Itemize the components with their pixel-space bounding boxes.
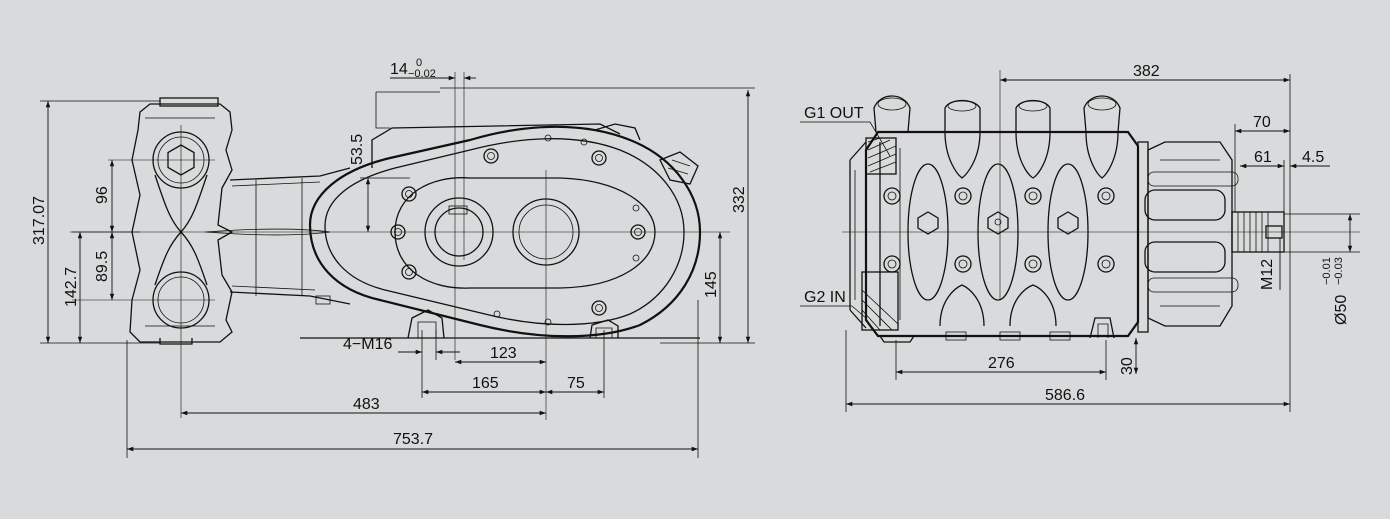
- side-dimension-text: 14 0 −0.02 53.5 332 145 317.07 96 142.7 …: [31, 57, 748, 448]
- end-centerlines: [842, 70, 1360, 300]
- dim-586-6: 586.6: [1045, 387, 1085, 404]
- dim-4-5: 4.5: [1302, 149, 1324, 166]
- dim-382: 382: [1133, 63, 1160, 80]
- dim-30: 30: [1119, 357, 1136, 375]
- dim-96: 96: [94, 186, 111, 204]
- dim-145: 145: [703, 271, 720, 298]
- dim-dia-50: Ø50: [1333, 295, 1350, 325]
- dim-61: 61: [1254, 149, 1272, 166]
- dim-53-5: 53.5: [349, 134, 366, 165]
- side-centerlines: [70, 72, 730, 420]
- dim-75: 75: [567, 375, 585, 392]
- label-g1-out: G1 OUT: [804, 105, 864, 122]
- bolt-holes: [390, 134, 646, 326]
- dim-332: 332: [731, 186, 748, 213]
- dim-fit-upper: 0: [416, 57, 422, 69]
- end-dimension-lines: [800, 74, 1360, 412]
- label-g2-in: G2 IN: [804, 289, 846, 306]
- dim-276: 276: [988, 355, 1015, 372]
- side-dimension-lines: [40, 75, 755, 458]
- pump-side-view: [129, 91, 702, 345]
- thread-label: 4−M16: [343, 336, 392, 353]
- dim-483: 483: [353, 396, 380, 413]
- dim-89-5: 89.5: [94, 251, 111, 282]
- dim-142-7: 142.7: [63, 267, 80, 307]
- dim-dia-lower: −0.03: [1333, 257, 1345, 285]
- dim-70: 70: [1253, 114, 1271, 131]
- pump-end-view: [849, 95, 1285, 343]
- dim-317-07: 317.07: [31, 196, 48, 245]
- end-dimension-text: G1 OUT G2 IN 382 70 61 4.5 M12 Ø50 −0.01…: [804, 63, 1350, 404]
- dim-fit-lower: −0.02: [408, 68, 436, 80]
- dim-123: 123: [490, 345, 517, 362]
- label-m12: M12: [1259, 259, 1276, 290]
- end-bolt-holes: [883, 187, 1115, 273]
- dim-dia-upper: −0.01: [1321, 257, 1333, 285]
- dim-753-7: 753.7: [393, 431, 433, 448]
- dim-fit-base: 14: [390, 61, 408, 78]
- dim-165: 165: [472, 375, 499, 392]
